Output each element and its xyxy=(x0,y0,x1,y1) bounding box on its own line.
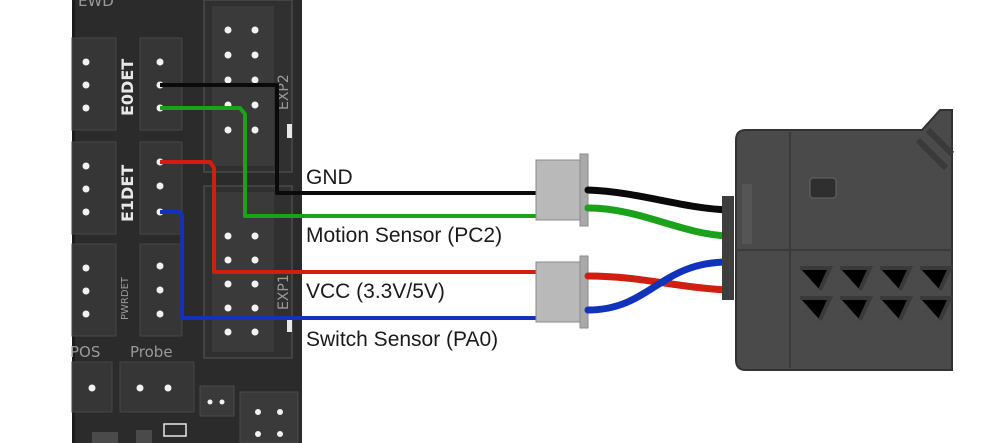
bottom-components xyxy=(92,385,299,443)
cable-gnd xyxy=(584,186,732,214)
filament-sensor xyxy=(722,109,955,371)
wire-label-motion: Motion Sensor (PC2) xyxy=(306,224,502,247)
wire-label-switch: Switch Sensor (PA0) xyxy=(306,328,498,351)
wire-switch xyxy=(160,210,536,320)
wire-motion xyxy=(160,106,536,218)
cable-bundle xyxy=(584,186,732,314)
wire-label-vcc: VCC (3.3V/5V) xyxy=(306,280,445,303)
pwrdet-label: PWRDET xyxy=(120,276,131,320)
probe-connector xyxy=(119,361,195,413)
cable-motion xyxy=(584,204,732,240)
wire-gnd xyxy=(160,83,536,195)
cable-switch xyxy=(584,258,732,314)
pwrdet-connector xyxy=(139,243,183,337)
pos-connector xyxy=(71,361,113,413)
wire-label-gnd: GND xyxy=(306,166,353,189)
exp1-label: EXP1 xyxy=(276,274,292,310)
sensor-button xyxy=(809,177,837,199)
connector-column-left xyxy=(71,37,117,337)
mainboard: E0DET E1DET PWRDET EXP2 EXP1 Probe POS E… xyxy=(70,0,302,443)
lower-plug xyxy=(535,255,589,329)
pos-label: POS xyxy=(70,343,100,361)
wires xyxy=(160,83,536,320)
wire-vcc xyxy=(160,160,536,274)
top-cut-label: EWD xyxy=(78,0,114,10)
e0det-label: E0DET xyxy=(118,59,137,116)
sensor-grip-ridges xyxy=(800,266,954,321)
e1det-label: E1DET xyxy=(118,165,137,222)
upper-plug xyxy=(535,153,589,227)
probe-label: Probe xyxy=(130,343,173,361)
e1det-connector xyxy=(139,141,183,235)
exp2-label: EXP2 xyxy=(276,74,292,110)
